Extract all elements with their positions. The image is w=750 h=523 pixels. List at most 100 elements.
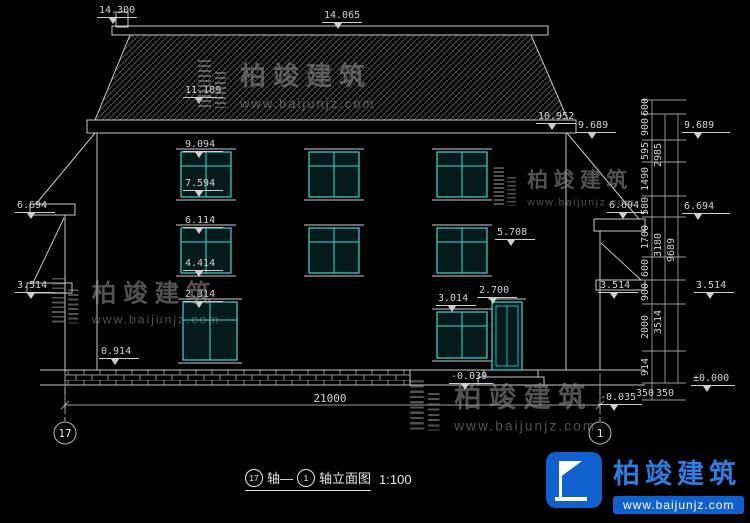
elevation-value: 9.689 <box>684 120 715 131</box>
elevation-value: 3.014 <box>438 293 469 304</box>
elevation-value: 10.952 <box>538 111 575 122</box>
axis-bubble-left: 17 <box>58 427 72 440</box>
dim-label: 2985 <box>653 142 664 168</box>
watermark-logo-icon <box>408 379 444 431</box>
leader-line <box>682 132 730 133</box>
elevation-value: 0.914 <box>101 346 132 357</box>
watermark-url: www.baijunjz.com <box>91 312 221 327</box>
title-name: 轴立面图 <box>319 471 372 486</box>
elevation-value: 6.694 <box>17 200 48 211</box>
elevation-triangle-icon <box>27 293 35 299</box>
dim-label: 350 <box>636 388 655 399</box>
elevation-marker: 14.065 <box>322 11 362 29</box>
elevation-triangle-icon <box>461 384 469 390</box>
title-scale: 1:100 <box>379 472 412 487</box>
window <box>432 224 492 277</box>
elevation-value: 7.594 <box>185 178 216 189</box>
watermark: 柏竣建筑 www.baijunjz.com <box>50 274 220 326</box>
leader-line <box>15 212 55 213</box>
leader-line <box>436 305 476 306</box>
elevation-value: ±0.000 <box>693 373 730 384</box>
leader-line <box>183 270 223 271</box>
watermark-logo-icon <box>492 166 519 206</box>
elevation-marker: -0.039 <box>449 372 493 390</box>
drawing-title: 17 轴— 1 轴立面图 1:100 <box>245 468 412 491</box>
elevation-value: 6.114 <box>185 215 216 226</box>
elevation-marker: 10.952 <box>536 112 576 130</box>
elevation-triangle-icon <box>27 213 35 219</box>
leader-line <box>322 22 362 23</box>
elevation-triangle-icon <box>706 293 714 299</box>
watermark: 柏竣建筑 www.baijunjz.com <box>492 164 635 208</box>
elevation-triangle-icon <box>111 359 119 365</box>
elevation-triangle-icon <box>588 133 596 139</box>
watermark: 柏竣建筑 www.baijunjz.com <box>408 376 596 434</box>
leader-line <box>183 301 223 302</box>
elevation-marker: 2.700 <box>477 286 517 304</box>
elevation-triangle-icon <box>507 240 515 246</box>
title-connector: 轴— <box>267 471 294 486</box>
brand-url: www.baijunjz.com <box>613 496 745 514</box>
elevation-triangle-icon <box>610 405 618 411</box>
leader-line <box>183 151 223 152</box>
brand-logo-icon <box>546 452 602 508</box>
elevation-marker: -0.035 <box>598 393 642 411</box>
roof <box>86 11 577 134</box>
elevation-triangle-icon <box>694 214 702 220</box>
elevation-value: 14.065 <box>324 10 361 21</box>
elevation-triangle-icon <box>619 213 627 219</box>
brand-name: 柏竣建筑 <box>613 459 741 489</box>
window <box>432 308 492 362</box>
watermark-url: www.baijunjz.com <box>527 196 636 208</box>
leader-line <box>183 227 223 228</box>
elevation-marker: 6.694 <box>682 202 730 220</box>
elevation-value: 2.700 <box>479 285 510 296</box>
elevation-marker: 5.708 <box>495 228 535 246</box>
elevation-marker: 4.414 <box>183 259 223 277</box>
leader-line <box>99 358 139 359</box>
elevation-value: 3.514 <box>696 280 727 291</box>
watermark-brand: 柏竣建筑 <box>91 278 218 308</box>
leader-line <box>694 292 734 293</box>
axis-circle-end: 1 <box>297 468 316 487</box>
elevation-triangle-icon <box>195 302 203 308</box>
elevation-triangle-icon <box>548 124 556 130</box>
axis-circle-start: 17 <box>245 468 263 487</box>
elevation-triangle-icon <box>694 133 702 139</box>
elevation-value: 5.708 <box>497 227 528 238</box>
elevation-value: 14.300 <box>99 5 136 16</box>
elevation-marker: 6.114 <box>183 216 223 234</box>
elevation-value: -0.039 <box>451 371 488 382</box>
elevation-marker: 9.689 <box>682 121 730 139</box>
axis-bubble-right: 1 <box>596 427 604 440</box>
elevation-value: 3.514 <box>17 280 48 291</box>
leader-line <box>97 17 137 18</box>
watermark: 柏竣建筑 www.baijunjz.com <box>196 56 375 111</box>
window <box>432 148 492 201</box>
elevation-triangle-icon <box>334 23 342 29</box>
window <box>178 298 242 364</box>
elevation-triangle-icon <box>448 306 456 312</box>
walls <box>40 133 645 386</box>
elevation-triangle-icon <box>195 191 203 197</box>
dimension-lines <box>60 99 686 413</box>
elevation-value: 6.694 <box>684 201 715 212</box>
elevation-marker: 9.689 <box>576 121 616 139</box>
elevation-marker: 6.694 <box>607 201 647 219</box>
dim-label-total: 9689 <box>666 237 677 263</box>
elevation-marker: 3.514 <box>15 281 55 299</box>
leader-line <box>576 132 616 133</box>
elevation-marker: ±0.000 <box>691 374 735 392</box>
leader-line <box>15 292 55 293</box>
side-roofs <box>26 132 646 294</box>
elevation-triangle-icon <box>489 298 497 304</box>
elevation-marker: 0.914 <box>99 347 139 365</box>
elevation-marker: 14.300 <box>97 6 137 24</box>
window <box>304 148 364 201</box>
elevation-value: 3.514 <box>600 280 631 291</box>
elevation-triangle-icon <box>109 18 117 24</box>
elevation-value: 2.314 <box>185 289 216 300</box>
leader-line <box>598 292 638 293</box>
